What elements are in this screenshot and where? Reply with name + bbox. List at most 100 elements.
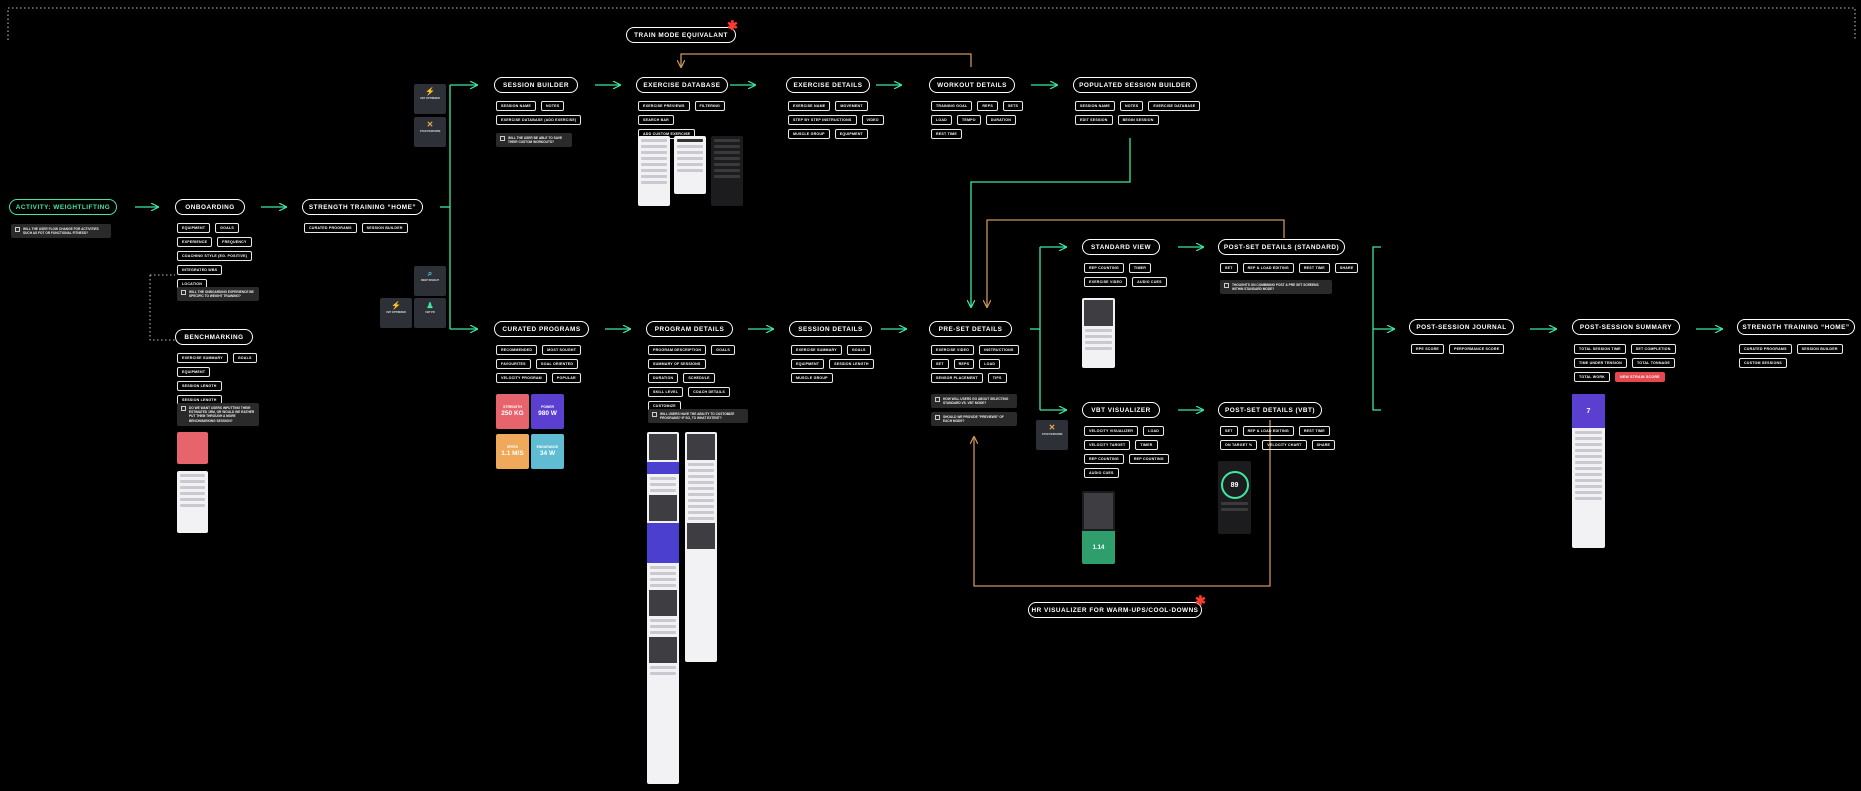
feature-chip: VELOCITY PROGRAM xyxy=(496,373,547,383)
node-populated-builder[interactable]: POPULATED SESSION BUILDER xyxy=(1073,77,1197,93)
feature-chip: FILTERING xyxy=(694,101,726,111)
card-label: VBT OPTIMIZED xyxy=(419,97,441,100)
feature-chip: FREQUENCY xyxy=(217,237,252,247)
node-session-details[interactable]: SESSION DETAILS xyxy=(789,321,872,337)
feature-chip: EQUIPMENT xyxy=(177,223,211,233)
feature-chip: AUDIO CUES xyxy=(1132,277,1167,287)
feature-chip: DURATION xyxy=(648,373,679,383)
feature-chip: VELOCITY VISUALIZER xyxy=(1084,426,1139,436)
feature-chip: REP & LOAD EDITING xyxy=(1242,426,1294,436)
feature-chip: STEP BY STEP INSTRUCTIONS xyxy=(788,115,857,125)
note-onboarding: WILL THE ONBOARDING EXPERIENCE BE SPECIF… xyxy=(177,287,259,302)
tile-label: ENDURANCE xyxy=(536,445,559,449)
feature-chip: REP COUNTING xyxy=(1084,454,1124,464)
note-post-set-standard: THOUGHTS ON COMBINING POST & PRE SET SCR… xyxy=(1220,280,1332,295)
feature-chip: SETS xyxy=(1002,101,1024,111)
node-pre-set-details[interactable]: PRE-SET DETAILS xyxy=(929,321,1012,337)
card-label: DEEP INSIGHT xyxy=(420,279,440,282)
node-benchmarking[interactable]: BENCHMARKING xyxy=(175,329,253,345)
node-session-builder[interactable]: SESSION BUILDER xyxy=(494,77,578,93)
node-post-set-standard[interactable]: POST-SET DETAILS (STANDARD) xyxy=(1218,239,1345,255)
node-home-end[interactable]: STRENGTH TRAINING “HOME” xyxy=(1737,319,1855,335)
feature-chip: CUSTOM SESSIONS xyxy=(1739,358,1787,368)
card-label: STAR PERFORM xyxy=(419,130,441,133)
feature-chip: REP & LOAD EDITING xyxy=(1242,263,1294,273)
feature-chip: MOST SOUGHT xyxy=(542,345,582,355)
exercise-list-thumbnail xyxy=(638,136,670,206)
node-post-set-vbt[interactable]: POST-SET DETAILS (VBT) xyxy=(1218,402,1322,418)
standard-view-thumbnail xyxy=(1082,298,1115,368)
star-perform-card: ✕ STAR PERFORM xyxy=(1036,420,1068,450)
feature-chip: POPULAR xyxy=(551,373,581,383)
feature-chip: REPS xyxy=(953,359,975,369)
feature-chip: SEARCH BAR xyxy=(638,115,674,125)
node-home[interactable]: STRENGTH TRAINING “HOME” xyxy=(302,199,423,215)
node-post-session-journal[interactable]: POST-SESSION JOURNAL xyxy=(1409,319,1514,335)
feature-chip: SESSION BUILDER xyxy=(361,223,408,233)
asterisk-icon: ✱ xyxy=(727,18,738,33)
feature-chip: SCHEDULE xyxy=(683,373,715,383)
feature-chip: PROGRAM DESCRIPTION xyxy=(648,345,707,355)
feature-chip: RECOMMENDED xyxy=(496,345,538,355)
node-curated-programs[interactable]: CURATED PROGRAMS xyxy=(494,321,589,337)
feature-chip: REP COUNTING xyxy=(1084,263,1124,273)
chips-exercise-details: EXERCISE NAME MOVEMENT STEP BY STEP INSTRU… xyxy=(788,101,886,139)
node-standard-view[interactable]: STANDARD VIEW xyxy=(1082,239,1160,255)
vbt-value: 1.14 xyxy=(1082,531,1115,564)
velocity-gauge-thumbnail: 89 xyxy=(1218,461,1251,534)
node-program-details[interactable]: PROGRAM DETAILS xyxy=(646,321,733,337)
node-hr-visualizer[interactable]: HR VISUALIZER FOR WARM-UPS/COOL-DOWNS xyxy=(1028,602,1202,618)
feature-chip: EXERCISE NAME xyxy=(788,101,831,111)
feature-chip: SHARE xyxy=(1334,263,1359,273)
athlete-icon: ✕ xyxy=(1048,423,1056,432)
exercise-db-dark-thumbnail xyxy=(711,136,743,206)
feature-chip: LOAD xyxy=(1143,426,1165,436)
node-post-session-summary[interactable]: POST-SESSION SUMMARY xyxy=(1572,319,1680,335)
feature-chip: FAVOURITES xyxy=(496,359,531,369)
star-perform-card: ✕ STAR PERFORM xyxy=(414,117,446,147)
node-onboarding[interactable]: ONBOARDING xyxy=(175,199,245,215)
vbt-optimized-card: ⚡ VBT OPTIMIZED xyxy=(414,84,446,114)
feature-chip: VELOCITY TARGET xyxy=(1084,440,1131,450)
deep-insight-card: ⌕ DEEP INSIGHT xyxy=(414,266,446,296)
feature-chip: LOAD xyxy=(931,115,952,125)
note-session-builder: WILL THE USER BE ABLE TO SAVE THEIR CUST… xyxy=(496,133,572,148)
feature-chip: COACH DETAILS xyxy=(688,387,730,397)
feature-chip: MUSCLE GROUP xyxy=(788,129,830,139)
athlete-icon: ✕ xyxy=(426,120,434,129)
feature-chip: REST TIME xyxy=(1298,426,1330,436)
tile-label: SPEED xyxy=(506,445,519,449)
feature-chip: EXERCISE VIDEO xyxy=(1084,277,1128,287)
feature-chip: GOALS xyxy=(232,353,257,363)
node-activity[interactable]: ACTIVITY: WEIGHTLIFTING xyxy=(9,199,117,215)
note-benchmarking: DO WE WANT USERS INPUTTING THEIR ESTIMAT… xyxy=(177,403,259,426)
feature-chip: NOTES xyxy=(540,101,565,111)
node-vbt-visualizer[interactable]: VBT VISUALIZER xyxy=(1082,402,1160,418)
vbt-visualizer-thumbnail: 1.14 xyxy=(1082,491,1115,564)
tile-label: STRENGTH xyxy=(503,405,522,409)
feature-chip: BEGIN SESSION xyxy=(1117,115,1159,125)
asterisk-icon: ✱ xyxy=(1195,593,1206,608)
feature-chip: SESSION LENGTH xyxy=(829,359,874,369)
node-workout-details[interactable]: WORKOUT DETAILS xyxy=(929,77,1015,93)
node-exercise-details[interactable]: EXERCISE DETAILS xyxy=(786,77,870,93)
node-exercise-database[interactable]: EXERCISE DATABASE xyxy=(636,77,728,93)
feature-chip: GOALS xyxy=(846,345,871,355)
feature-chip: EXERCISE SUMMARY xyxy=(177,353,228,363)
note-program-details: WILL USERS HAVE THE ABILITY TO CUSTOMIZE… xyxy=(648,409,748,424)
gauge-value: 89 xyxy=(1220,471,1249,499)
search-icon: ⌕ xyxy=(427,269,433,278)
card-label: STAR PERFORM xyxy=(1041,433,1063,436)
summary-thumbnail: 7 xyxy=(1572,394,1605,548)
note-activity: WILL THE USER FLOW CHANGE FOR ACTIVITIES… xyxy=(11,224,111,239)
feature-chip: MOVEMENT xyxy=(835,101,868,111)
tile-value: 980 W xyxy=(538,410,557,417)
node-train-mode[interactable]: TRAIN MODE EQUIVALANT xyxy=(626,27,736,43)
